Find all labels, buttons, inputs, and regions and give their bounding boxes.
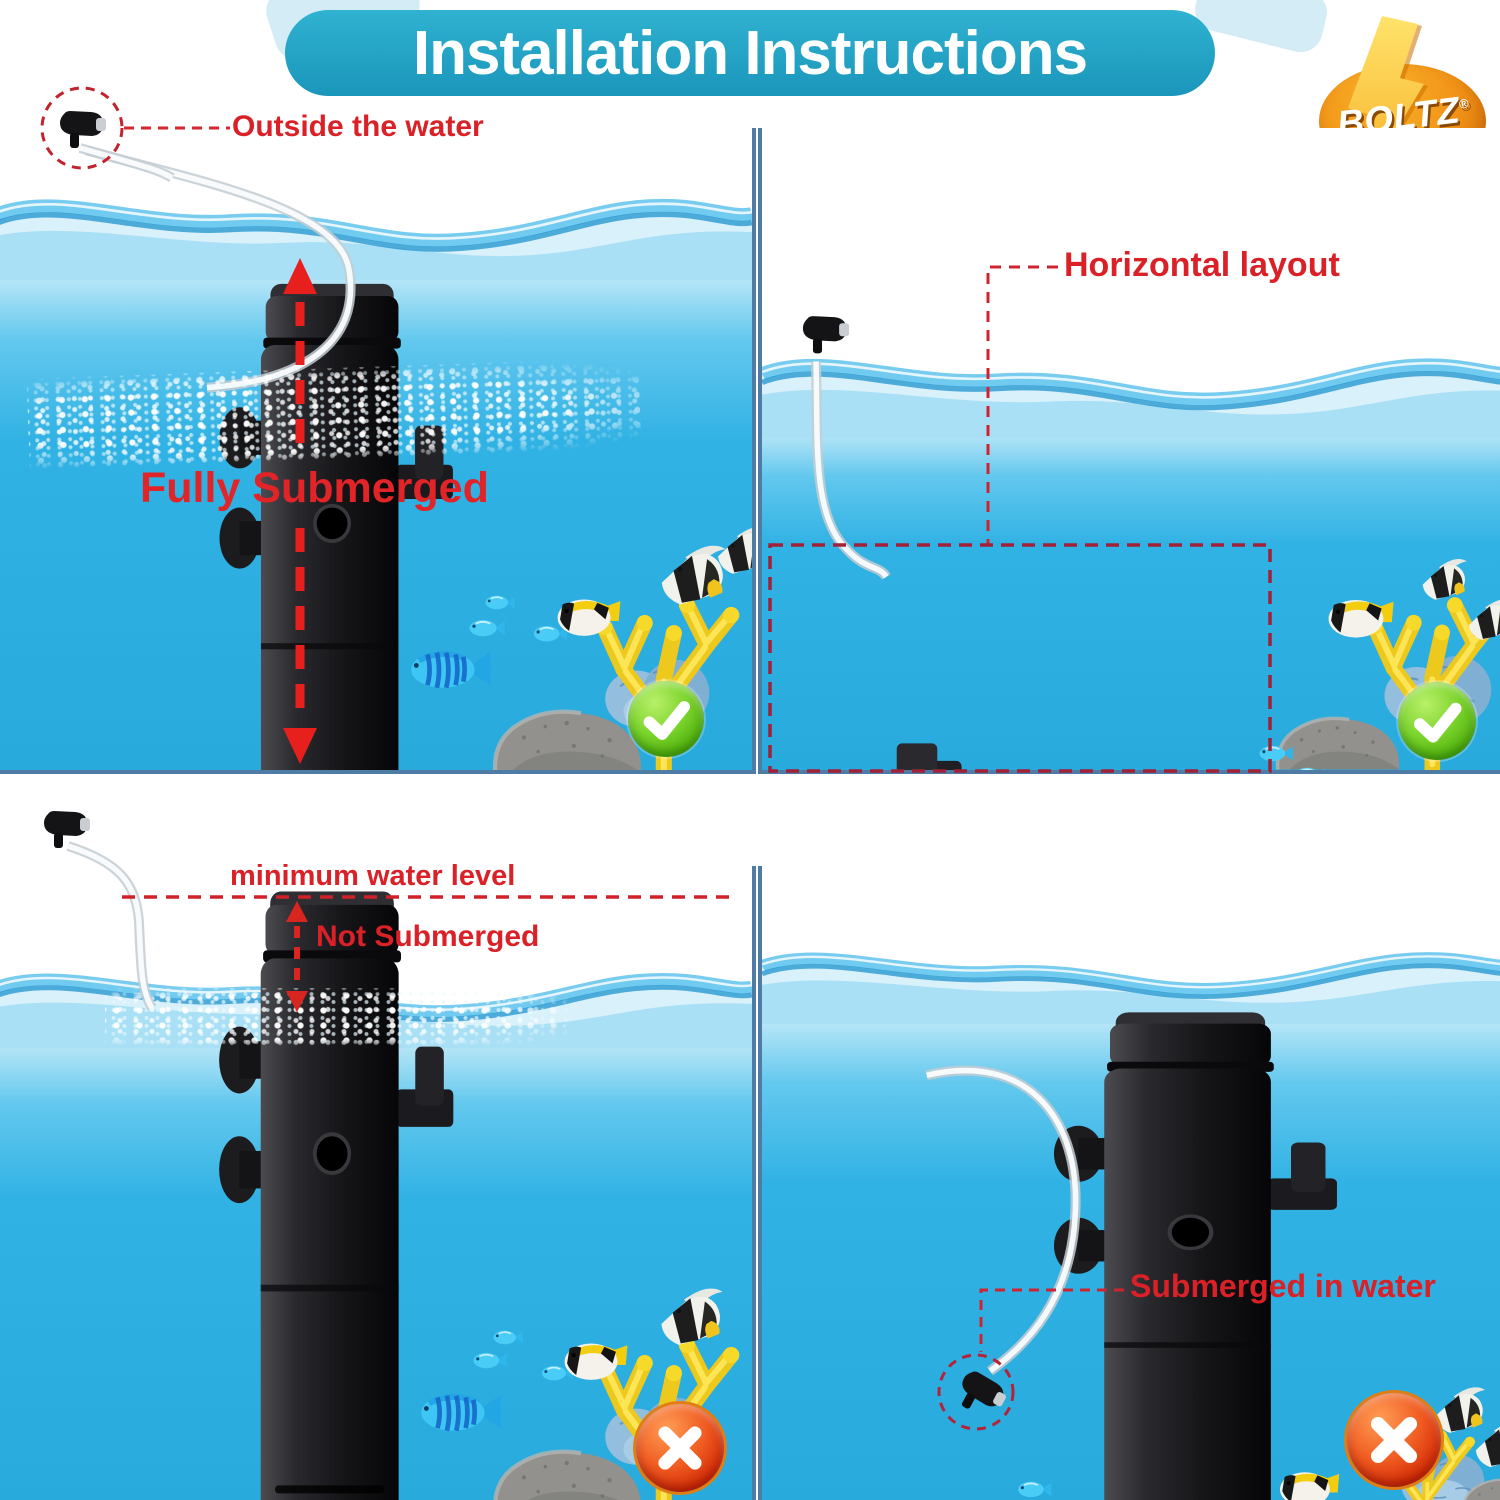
moorish-idol-fish [718, 526, 752, 574]
small-fish [484, 594, 515, 611]
cross-icon [636, 1404, 724, 1492]
moorish-idol-fish [1422, 558, 1467, 600]
check-icon [628, 681, 704, 757]
aquarium-filter [1054, 1012, 1337, 1500]
aquarium-filter [219, 891, 453, 1500]
moorish-idol-fish [661, 545, 726, 605]
label-fully-submerged: Fully Submerged [140, 464, 489, 512]
label-minimum-water-level: minimum water level [230, 860, 516, 892]
page-title: Installation Instructions [412, 18, 1088, 88]
scene-horizontal-layout [762, 316, 1500, 770]
small-fish [472, 1352, 507, 1370]
cross-icon [1347, 1393, 1441, 1487]
bubble-foam [105, 988, 567, 1046]
rock [1275, 716, 1402, 770]
panel-horizontal-layout [758, 128, 1500, 774]
moorish-idol-fish [1468, 599, 1500, 641]
air-tube [925, 1065, 1081, 1376]
label-outside-the-water: Outside the water [232, 110, 484, 143]
air-tube [810, 361, 891, 581]
label-not-submerged: Not Submerged [316, 920, 540, 953]
registered-mark: ® [1457, 95, 1470, 112]
small-fish [532, 625, 568, 643]
panel-not-submerged [0, 866, 756, 1500]
title-banner: Installation Instructions [285, 10, 1215, 96]
check-icon [1398, 682, 1476, 760]
label-submerged-in-water: Submerged in water [1130, 1268, 1436, 1304]
label-horizontal-layout: Horizontal layout [1064, 246, 1340, 284]
air-valve [802, 316, 850, 354]
air-valve [952, 1367, 1011, 1423]
moorish-idol-fish [661, 1288, 723, 1345]
small-fish [492, 1329, 523, 1345]
panel-submerged-valve [758, 866, 1500, 1500]
aquarium-filter [219, 284, 452, 770]
moorish-idol-fish [1435, 1387, 1485, 1433]
air-valve [44, 811, 90, 848]
small-fish [468, 619, 505, 638]
butterfly-fish [564, 1343, 628, 1380]
moorish-idol-fish [1475, 1421, 1500, 1468]
striped-fish [421, 1395, 501, 1431]
small-fish [1017, 1480, 1052, 1498]
butterfly-fish [1279, 1472, 1340, 1500]
striped-fish [411, 652, 491, 688]
